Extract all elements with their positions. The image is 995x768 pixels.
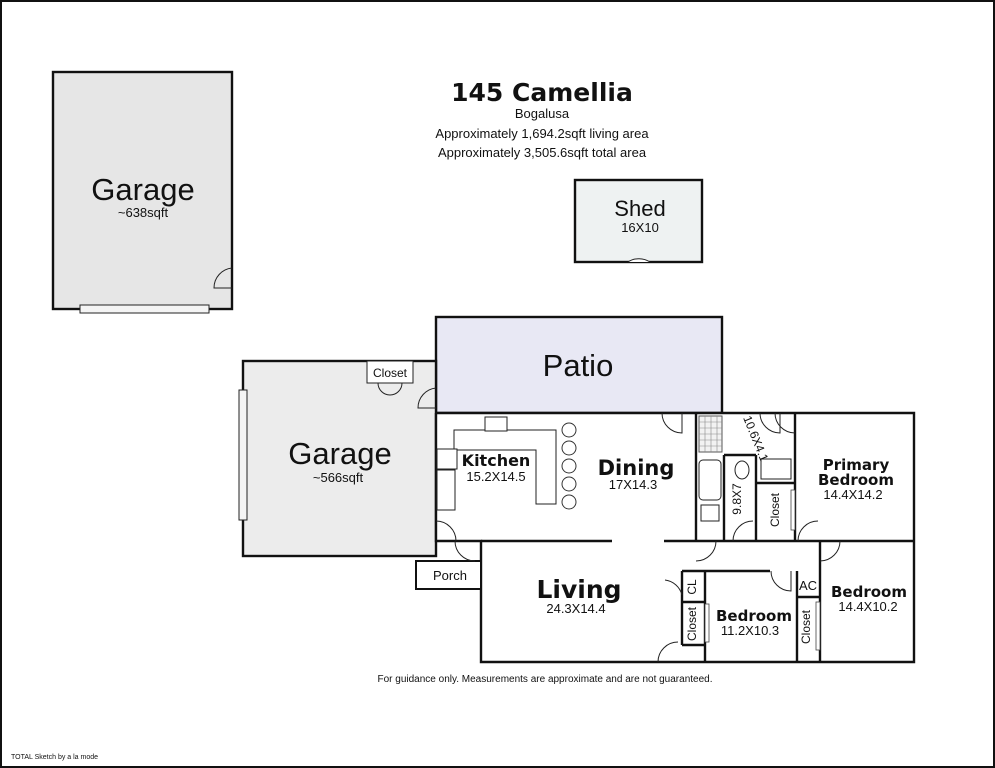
attached-garage: Closet Garage ~566sqft (238, 359, 438, 558)
garage-house-door (435, 520, 457, 542)
garage-door (79, 304, 210, 314)
shed-outline (573, 178, 704, 264)
bedroom2-cl-label: CL (685, 579, 699, 595)
shed-size: 16X10 (621, 220, 659, 235)
bedroom2-size: 11.2X10.3 (721, 623, 779, 638)
primary-closet-label: Closet (768, 492, 782, 527)
garage-patio-door (417, 387, 437, 409)
bath2-door (732, 520, 754, 542)
bedroom3-size: 14.4X10.2 (838, 599, 897, 614)
bedroom3-closet-door (815, 601, 821, 651)
primary-bedroom-size: 14.4X14.2 (823, 487, 882, 502)
porch-outline (415, 560, 482, 590)
credit-text: TOTAL Sketch by a la mode (11, 754, 98, 761)
bedroom2-closet-label: Closet (685, 606, 699, 641)
dining-patio-door (661, 412, 683, 434)
primary-bedroom-label-line2: Bedroom (818, 471, 894, 489)
kitchen-label: Kitchen (462, 451, 531, 470)
primary-closet-door (790, 489, 796, 531)
kitchen-stove (436, 448, 458, 470)
attached-garage-label: Garage (288, 436, 391, 471)
living-front-door (657, 641, 679, 663)
bath1-sink (760, 458, 792, 480)
bathtub (698, 459, 722, 501)
bath2-size: 9.8X7 (730, 483, 744, 515)
detached-garage: Garage ~638sqft (51, 70, 234, 314)
porch-door (454, 540, 476, 562)
bath1-door (759, 412, 781, 434)
bar-stools (561, 422, 577, 510)
kitchen-sink (484, 416, 508, 432)
porch-label: Porch (433, 568, 467, 583)
detached-garage-size: ~638sqft (118, 205, 169, 220)
primary-bedroom-label-line1: Primary (823, 456, 890, 474)
house-exterior-wall (434, 411, 916, 664)
detached-garage-door-swing (213, 267, 233, 289)
living-label: Living (536, 575, 621, 604)
garage-closet-doors (377, 382, 403, 396)
bedroom2-door (770, 570, 792, 592)
shower-tile (699, 416, 722, 452)
attached-garage-size: ~566sqft (313, 470, 364, 485)
bedroom3-ac-label: AC (799, 578, 817, 593)
patio-label: Patio (543, 348, 614, 383)
bedroom2-closet-door (704, 603, 710, 643)
patio-outline (434, 315, 724, 415)
primary-bath-door (774, 412, 796, 434)
garage-closet (366, 360, 414, 384)
kitchen-size: 15.2X14.5 (466, 469, 525, 484)
bath2-sink (700, 504, 720, 522)
attached-garage-outline (241, 359, 438, 558)
disclaimer-text: For guidance only. Measurements are appr… (377, 674, 712, 685)
toilet (734, 460, 750, 480)
living-size: 24.3X14.4 (546, 601, 605, 616)
plan-city: Bogalusa (515, 106, 570, 121)
plan-title: 145 Camellia (451, 78, 633, 107)
shed-door-swing (627, 258, 651, 263)
primary-bedroom-door (797, 520, 819, 542)
main-house: Porch Kitchen 15.2X14.5 Dining 17X14.3 L… (415, 411, 916, 664)
cl-door (664, 579, 683, 596)
garage-closet-label: Closet (373, 366, 408, 380)
dining-label: Dining (598, 456, 675, 480)
patio: Patio (434, 315, 724, 415)
bedroom2-label: Bedroom (716, 607, 792, 625)
shed-label: Shed (614, 196, 665, 221)
hall-door (695, 540, 717, 562)
attached-garage-door (238, 389, 248, 521)
total-area-text: Approximately 3,505.6sqft total area (438, 145, 647, 160)
living-area-text: Approximately 1,694.2sqft living area (435, 126, 649, 141)
bedroom3-door (819, 540, 841, 562)
dining-size: 17X14.3 (609, 477, 657, 492)
bedroom3-closet-label: Closet (799, 609, 813, 644)
detached-garage-label: Garage (91, 172, 194, 207)
shed: Shed 16X10 (573, 178, 704, 264)
bedroom3-label: Bedroom (831, 583, 907, 601)
kitchen-fridge (436, 469, 456, 511)
